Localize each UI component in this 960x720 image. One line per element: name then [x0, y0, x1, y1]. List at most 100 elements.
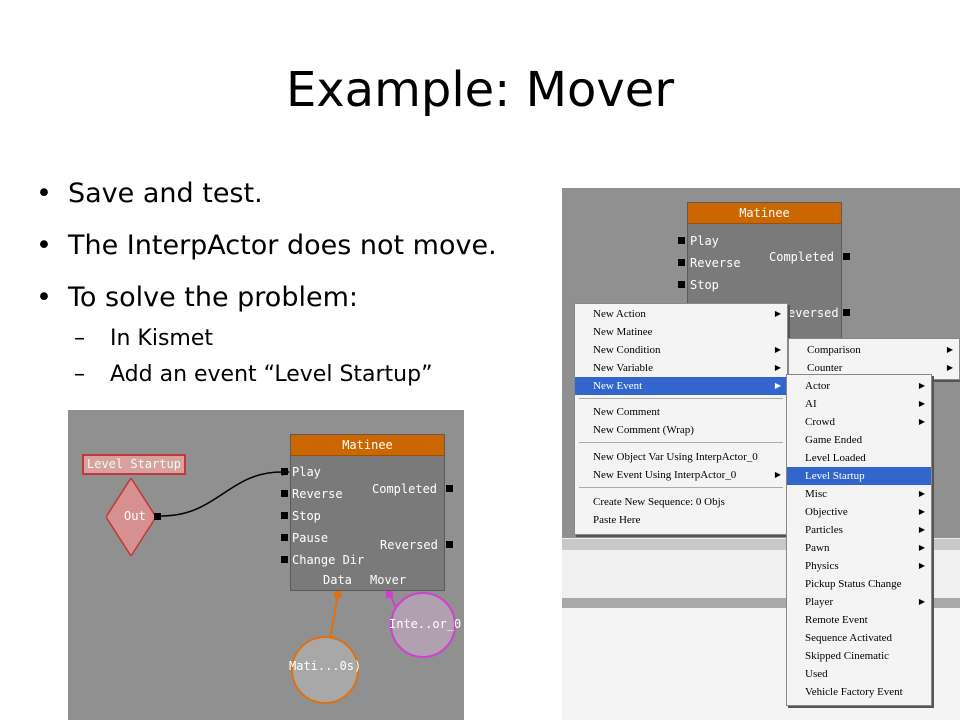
interpactor-variable[interactable] — [390, 592, 456, 658]
input-pin-change-dir[interactable] — [281, 556, 288, 563]
menu-item-new-matinee[interactable]: New Matinee — [593, 326, 653, 338]
context-menu: New Action▶ New Matinee New Condition▶ N… — [574, 303, 788, 535]
menu-item-label: New Action — [593, 308, 646, 320]
menu-item-new-action[interactable]: New Action▶ — [575, 305, 787, 323]
slide-title: Example: Mover — [285, 62, 675, 118]
menu-item-label: New Condition — [593, 344, 661, 356]
input-pin-play[interactable] — [678, 237, 685, 244]
submenu-arrow-icon: ▶ — [918, 399, 925, 408]
menu-item-actor[interactable]: Actor▶ — [787, 377, 931, 395]
submenu-arrow-icon: ▶ — [918, 525, 925, 534]
menu-item-comparison[interactable]: Comparison▶ — [789, 341, 959, 359]
event-out-pin[interactable] — [154, 513, 161, 520]
input-pin-stop[interactable] — [678, 281, 685, 288]
menu-item-particles[interactable]: Particles ▶ — [787, 521, 931, 539]
data-connector[interactable] — [334, 591, 341, 598]
submenu-arrow-icon: ▶ — [774, 363, 781, 372]
input-pin-reverse[interactable] — [678, 259, 685, 266]
menu-item-crowd[interactable]: Crowd ▶ — [787, 413, 931, 431]
matinee-node[interactable]: Matinee — [290, 434, 445, 591]
output-label-reversed: Reversed — [380, 538, 438, 552]
input-label-stop: Stop — [292, 509, 321, 523]
menu-item-new-event[interactable]: New Event▶ — [575, 377, 787, 395]
menu-item-label: Misc — [805, 488, 827, 500]
menu-item-label: Player — [805, 596, 834, 608]
matinee-node-title: Matinee — [291, 435, 444, 456]
matinee-data-variable[interactable] — [291, 636, 359, 704]
input-pin-pause[interactable] — [281, 534, 288, 541]
bullet-item: • Save and test. — [36, 176, 576, 212]
input-label-play: Play — [292, 465, 321, 479]
bullet-text: Save and test. — [68, 178, 263, 209]
sub-bullet-text: Add an event “Level Startup” — [110, 362, 433, 387]
input-pin-play[interactable] — [281, 468, 288, 475]
matinee-data-variable-label: Mati...0s) — [289, 659, 362, 673]
menu-item-game-ended[interactable]: Game Ended — [805, 434, 863, 446]
menu-item-new-object-var[interactable]: New Object Var Using InterpActor_0 — [593, 451, 758, 463]
submenu-arrow-icon: ▶ — [918, 561, 925, 570]
output-pin-reversed[interactable] — [446, 541, 453, 548]
menu-item-label: New Event Using InterpActor_0 — [593, 469, 737, 481]
bullet-dot: • — [36, 282, 52, 313]
menu-item-new-event-using[interactable]: New Event Using InterpActor_0 ▶ — [575, 466, 787, 484]
menu-item-label: Crowd — [805, 416, 835, 428]
kismet-screenshot-left: Level Startup Out Matinee Play Reverse S… — [68, 410, 464, 720]
input-pin-stop[interactable] — [281, 512, 288, 519]
menu-item-pickup-status-change[interactable]: Pickup Status Change — [805, 578, 902, 590]
menu-item-create-sequence[interactable]: Create New Sequence: 0 Objs — [593, 496, 725, 508]
menu-item-counter[interactable]: Counter▶ — [789, 359, 959, 377]
menu-item-skipped-cinematic[interactable]: Skipped Cinematic — [805, 650, 890, 662]
input-label-reverse: Reverse — [690, 256, 741, 270]
menu-item-label: Objective — [805, 506, 848, 518]
output-pin-completed[interactable] — [446, 485, 453, 492]
menu-item-label: AI — [805, 398, 817, 410]
menu-item-vehicle-factory-event[interactable]: Vehicle Factory Event — [805, 686, 903, 698]
submenu-arrow-icon: ▶ — [774, 470, 781, 479]
submenu-arrow-icon: ▶ — [918, 381, 925, 390]
input-label-play: Play — [690, 234, 719, 248]
menu-item-remote-event[interactable]: Remote Event — [805, 614, 868, 626]
menu-item-label: Particles — [805, 524, 843, 536]
menu-item-new-comment-wrap[interactable]: New Comment (Wrap) — [593, 424, 694, 436]
menu-item-label: New Variable — [593, 362, 653, 374]
menu-item-new-condition[interactable]: New Condition▶ — [575, 341, 787, 359]
bullet-dot: • — [36, 230, 52, 261]
submenu-arrow-icon: ▶ — [918, 507, 925, 516]
input-label-reverse: Reverse — [292, 487, 343, 501]
menu-item-player[interactable]: Player ▶ — [787, 593, 931, 611]
menu-item-label: Pawn — [805, 542, 830, 554]
menu-item-physics[interactable]: Physics▶ — [787, 557, 931, 575]
submenu-arrow-icon: ▶ — [918, 597, 925, 606]
menu-item-level-loaded[interactable]: Level Loaded — [805, 452, 866, 464]
output-pin-reversed[interactable] — [843, 309, 850, 316]
menu-item-paste-here[interactable]: Paste Here — [593, 514, 641, 526]
mover-connector[interactable] — [386, 591, 393, 598]
bullet-dot: • — [36, 178, 52, 209]
input-pin-reverse[interactable] — [281, 490, 288, 497]
menu-item-new-variable[interactable]: New Variable ▶ — [575, 359, 787, 377]
panel-divider — [562, 598, 960, 608]
menu-item-pawn[interactable]: Pawn▶ — [787, 539, 931, 557]
menu-item-ai[interactable]: AI ▶ — [787, 395, 931, 413]
menu-item-sequence-activated[interactable]: Sequence Activated — [805, 632, 893, 644]
event-diamond[interactable] — [106, 478, 156, 556]
submenu-arrow-icon: ▶ — [774, 381, 781, 390]
var-label-mover: Mover — [370, 573, 407, 587]
menu-item-objective[interactable]: Objective ▶ — [787, 503, 931, 521]
submenu-arrow-icon: ▶ — [946, 345, 953, 354]
bullet-item: •The InterpActor does not move. — [36, 228, 576, 264]
submenu-arrow-icon: ▶ — [918, 417, 925, 426]
bullet-text: To solve the problem: — [68, 282, 358, 313]
bullet-list: • Save and test. •The InterpActor does no… — [36, 176, 576, 410]
menu-separator — [579, 442, 783, 443]
var-label-data: Data — [323, 573, 352, 587]
menu-item-new-comment[interactable]: New Comment — [593, 406, 660, 418]
menu-item-level-startup[interactable]: Level Startup — [787, 467, 931, 485]
menu-item-misc[interactable]: Misc▶ — [787, 485, 931, 503]
level-startup-event-label[interactable]: Level Startup — [82, 454, 186, 475]
menu-item-used[interactable]: Used — [805, 668, 828, 680]
output-pin-completed[interactable] — [843, 253, 850, 260]
menu-separator — [579, 487, 783, 488]
input-label-pause: Pause — [292, 531, 329, 545]
menu-item-label: Counter — [807, 362, 843, 374]
